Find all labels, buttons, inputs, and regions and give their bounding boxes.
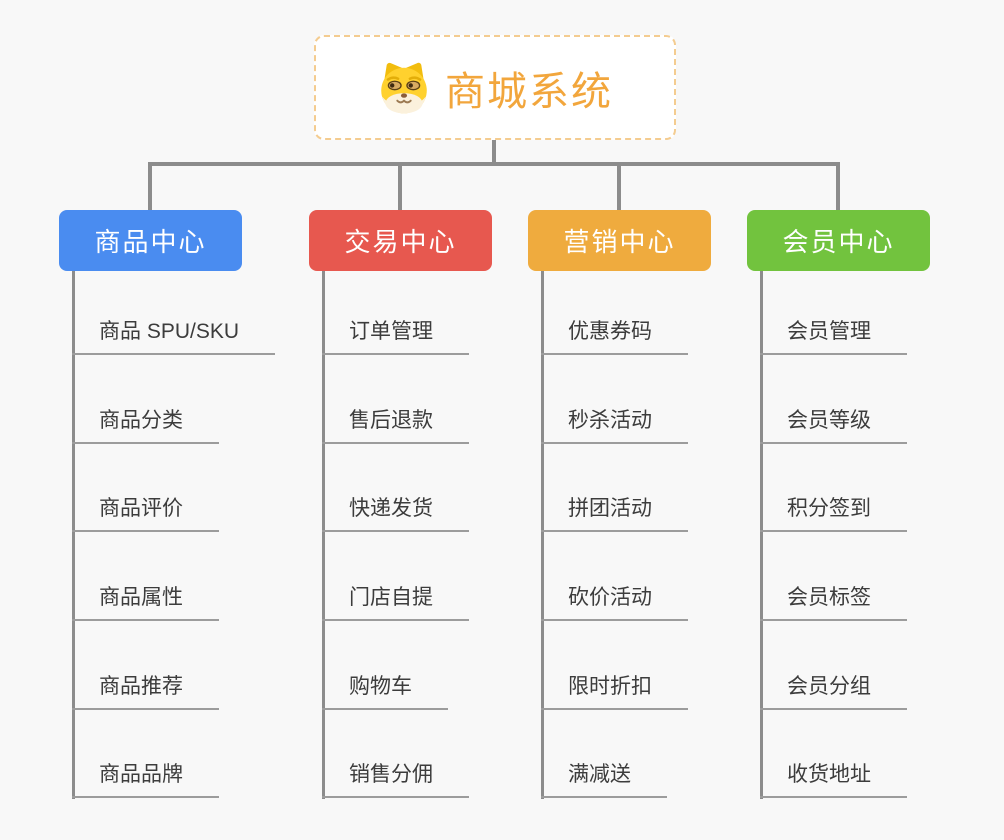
topic-item[interactable]: 会员管理 <box>760 317 907 355</box>
topic-item[interactable]: 秒杀活动 <box>541 406 688 444</box>
branch-node-product[interactable]: 商品中心 <box>59 210 242 271</box>
topic-item[interactable]: 满减送 <box>541 760 667 798</box>
topic-item[interactable]: 销售分佣 <box>322 760 469 798</box>
topic-item[interactable]: 会员等级 <box>760 406 907 444</box>
connector-branch-stub <box>148 165 152 211</box>
doge-face-icon <box>381 62 427 113</box>
topic-item[interactable]: 收货地址 <box>760 760 907 798</box>
root-topic-label: 商城系统 <box>445 69 613 114</box>
topic-item[interactable]: 会员标签 <box>760 583 907 621</box>
topic-item[interactable]: 商品推荐 <box>72 672 219 710</box>
branch-node-trade[interactable]: 交易中心 <box>309 210 492 271</box>
branch-node-member[interactable]: 会员中心 <box>747 210 930 271</box>
branch-node-marketing[interactable]: 营销中心 <box>528 210 711 271</box>
connector-root-stub <box>492 140 496 163</box>
topic-item[interactable]: 商品 SPU/SKU <box>72 317 276 355</box>
connector-child-spine <box>72 270 75 799</box>
connector-child-spine <box>760 270 763 799</box>
topic-item[interactable]: 优惠券码 <box>541 317 688 355</box>
topic-item[interactable]: 购物车 <box>322 672 448 710</box>
topic-item[interactable]: 砍价活动 <box>541 583 688 621</box>
connector-child-spine <box>322 270 325 799</box>
root-topic[interactable]: 商城系统 <box>314 35 676 140</box>
connector-branch-stub <box>617 165 621 211</box>
topic-item[interactable]: 门店自提 <box>322 583 469 621</box>
connector-branch-stub <box>398 165 402 211</box>
topic-item[interactable]: 商品分类 <box>72 406 219 444</box>
topic-item[interactable]: 商品评价 <box>72 494 219 532</box>
topic-item[interactable]: 快递发货 <box>322 494 469 532</box>
topic-item[interactable]: 售后退款 <box>322 406 469 444</box>
connector-branch-stub <box>836 165 840 211</box>
topic-item[interactable]: 会员分组 <box>760 672 907 710</box>
topic-item[interactable]: 限时折扣 <box>541 672 688 710</box>
connector-child-spine <box>541 270 544 799</box>
connector-rail <box>148 162 840 166</box>
topic-item[interactable]: 商品属性 <box>72 583 219 621</box>
topic-item[interactable]: 订单管理 <box>322 317 469 355</box>
topic-item[interactable]: 拼团活动 <box>541 494 688 532</box>
topic-item[interactable]: 商品品牌 <box>72 760 219 798</box>
topic-item[interactable]: 积分签到 <box>760 494 907 532</box>
